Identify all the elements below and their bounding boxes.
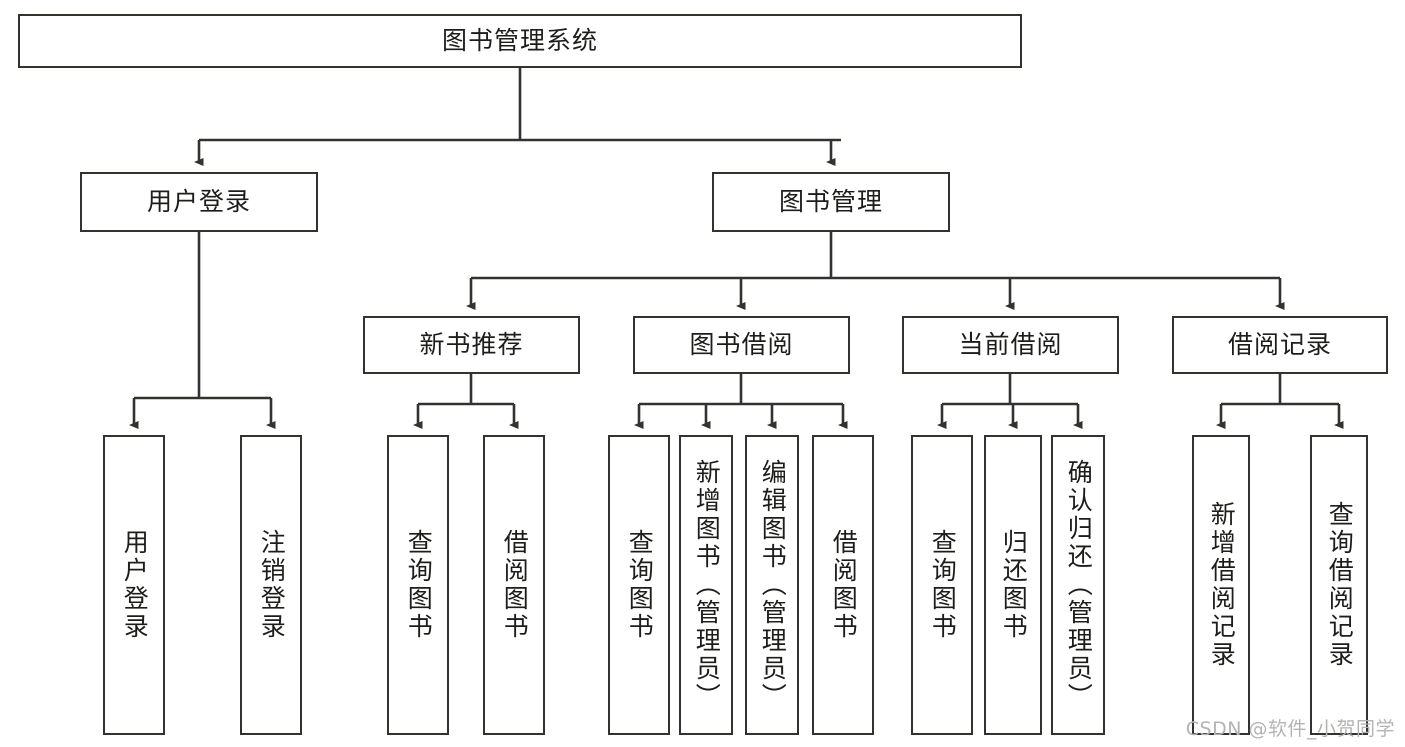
node-label: 新书推荐 bbox=[419, 329, 524, 359]
node-label: 图书管理 bbox=[778, 186, 883, 216]
node-label: 借阅图书 bbox=[500, 529, 530, 641]
node-leaf-user-login[interactable]: 用户登录 bbox=[103, 435, 165, 735]
node-leaf-confirm-return-admin[interactable]: 确认归还（管理员） bbox=[1051, 435, 1105, 735]
node-label: 图书管理系统 bbox=[441, 25, 598, 55]
node-label: 查询借阅记录 bbox=[1325, 501, 1355, 669]
node-label: 确认归还（管理员） bbox=[1064, 459, 1094, 711]
node-label: 注销登录 bbox=[257, 529, 287, 641]
node-label: 新增图书（管理员） bbox=[692, 459, 722, 711]
node-leaf-user-logout[interactable]: 注销登录 bbox=[240, 435, 302, 735]
node-label: 当前借阅 bbox=[958, 329, 1063, 359]
node-leaf-add-book-admin[interactable]: 新增图书（管理员） bbox=[679, 435, 733, 735]
node-label: 借阅图书 bbox=[829, 529, 859, 641]
node-leaf-add-borrow-record[interactable]: 新增借阅记录 bbox=[1192, 435, 1250, 735]
node-leaf-query-book-recommend[interactable]: 查询图书 bbox=[387, 435, 449, 735]
node-leaf-return-book[interactable]: 归还图书 bbox=[984, 435, 1042, 735]
node-label: 编辑图书（管理员） bbox=[758, 459, 788, 711]
node-book-manage[interactable]: 图书管理 bbox=[712, 172, 950, 232]
node-label: 用户登录 bbox=[120, 529, 150, 641]
node-leaf-query-book-current[interactable]: 查询图书 bbox=[911, 435, 973, 735]
node-leaf-edit-book-admin[interactable]: 编辑图书（管理员） bbox=[745, 435, 799, 735]
node-label: 归还图书 bbox=[999, 529, 1029, 641]
node-user-login[interactable]: 用户登录 bbox=[80, 172, 318, 232]
node-book-borrow[interactable]: 图书借阅 bbox=[633, 316, 850, 374]
node-leaf-borrow-book-recommend[interactable]: 借阅图书 bbox=[483, 435, 545, 735]
node-label: 借阅记录 bbox=[1227, 329, 1332, 359]
node-label: 查询图书 bbox=[404, 529, 434, 641]
node-label: 新增借阅记录 bbox=[1207, 501, 1237, 669]
node-leaf-query-book-borrow[interactable]: 查询图书 bbox=[608, 435, 670, 735]
node-borrow-record[interactable]: 借阅记录 bbox=[1172, 316, 1388, 374]
node-root-system[interactable]: 图书管理系统 bbox=[18, 14, 1022, 68]
node-label: 查询图书 bbox=[625, 529, 655, 641]
node-label: 用户登录 bbox=[146, 186, 251, 216]
node-new-book-recommend[interactable]: 新书推荐 bbox=[363, 316, 580, 374]
node-leaf-query-borrow-record[interactable]: 查询借阅记录 bbox=[1310, 435, 1368, 735]
node-label: 图书借阅 bbox=[689, 329, 794, 359]
csdn-watermark: CSDN @软件_小贺同学 bbox=[1185, 718, 1395, 740]
node-current-borrow[interactable]: 当前借阅 bbox=[902, 316, 1119, 374]
node-label: 查询图书 bbox=[928, 529, 958, 641]
node-leaf-borrow-book[interactable]: 借阅图书 bbox=[812, 435, 874, 735]
